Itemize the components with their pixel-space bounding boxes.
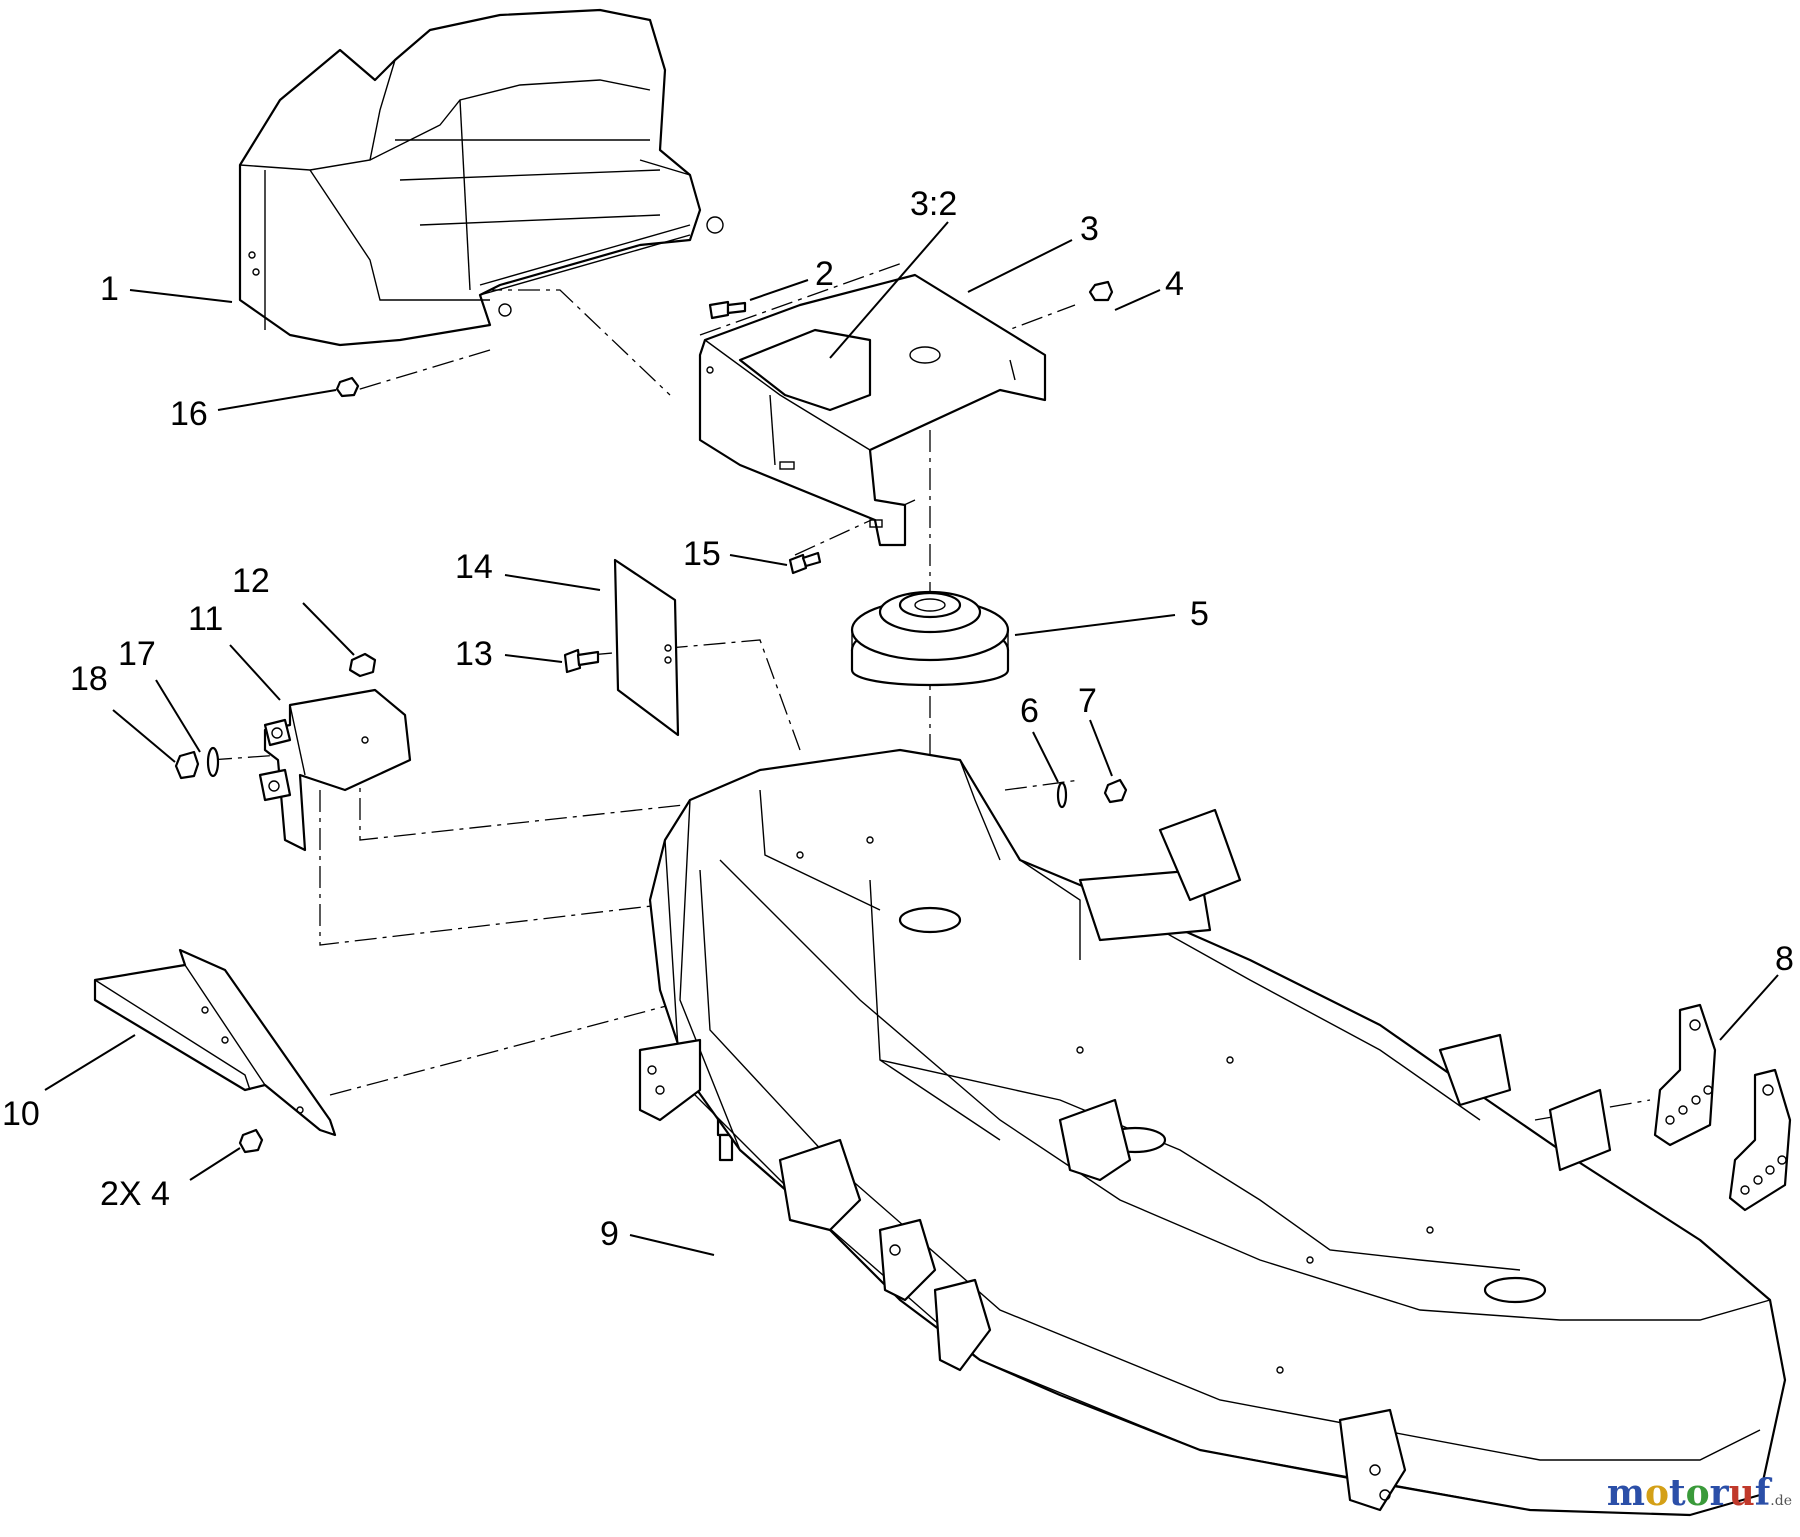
callout-9: 9 xyxy=(600,1215,619,1253)
callout-2x4: 2X 4 xyxy=(100,1175,170,1213)
mower-deck xyxy=(638,748,1787,1517)
callout-7: 7 xyxy=(1078,682,1097,720)
callout-labels: 1 2 3:2 3 4 16 15 14 13 12 11 17 18 5 6 … xyxy=(2,185,1794,1253)
watermark-letter: o xyxy=(1644,1472,1669,1514)
height-brackets xyxy=(1653,1003,1792,1212)
callout-14: 14 xyxy=(455,548,493,586)
callout-6: 6 xyxy=(1020,692,1039,730)
watermark-logo: motoruf.de xyxy=(1607,1472,1792,1514)
callout-16: 16 xyxy=(170,395,208,433)
watermark-letter: o xyxy=(1685,1472,1710,1514)
callout-3: 3 xyxy=(1080,210,1099,248)
watermark-letter: f xyxy=(1754,1472,1771,1514)
callout-13: 13 xyxy=(455,635,493,673)
skid-bracket xyxy=(93,948,337,1137)
callout-11: 11 xyxy=(188,600,223,638)
leader-lines xyxy=(44,221,1779,1256)
callout-3-2: 3:2 xyxy=(910,185,957,223)
watermark-letter: u xyxy=(1728,1472,1755,1514)
callout-18: 18 xyxy=(70,660,108,698)
callout-10: 10 xyxy=(2,1095,40,1133)
callout-15: 15 xyxy=(683,535,721,573)
watermark-letter: t xyxy=(1668,1472,1686,1514)
watermark-letter: r xyxy=(1709,1472,1729,1514)
discharge-chute xyxy=(238,8,724,347)
watermark-suffix: .de xyxy=(1770,1493,1792,1509)
watermark-letter: m xyxy=(1606,1472,1645,1514)
belt-cover xyxy=(698,273,1047,547)
callout-4: 4 xyxy=(1165,265,1184,303)
callout-2: 2 xyxy=(815,255,834,293)
callout-5: 5 xyxy=(1190,595,1209,633)
decal-plate xyxy=(613,558,680,737)
callout-1: 1 xyxy=(100,270,119,308)
callout-8: 8 xyxy=(1775,940,1794,978)
callout-12: 12 xyxy=(232,562,270,600)
callout-17: 17 xyxy=(118,635,156,673)
bracket xyxy=(258,688,412,852)
pulley xyxy=(850,590,1010,687)
